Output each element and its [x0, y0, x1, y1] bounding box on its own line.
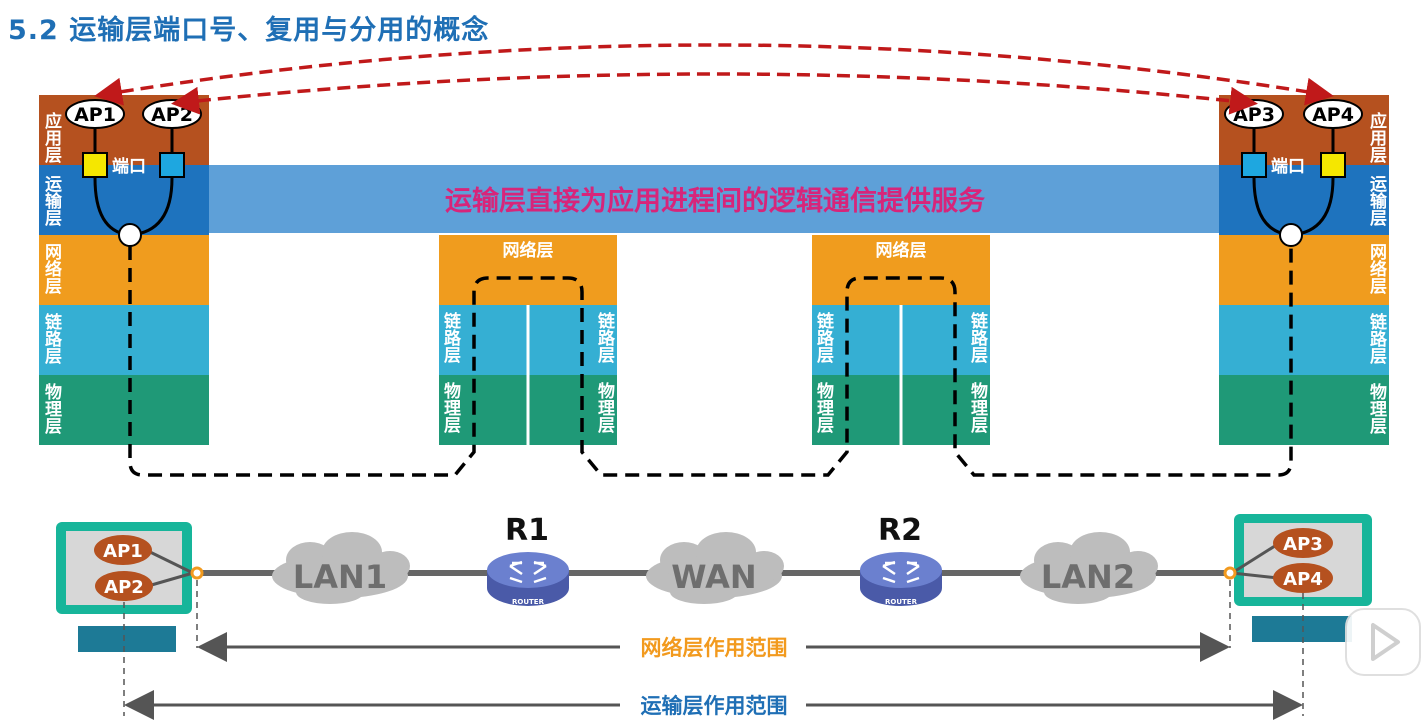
cloud-wan-label: WAN	[671, 558, 756, 596]
router2-link-right: 链路层	[967, 311, 988, 364]
logical-arrow-outer	[94, 43, 1334, 106]
play-button[interactable]	[1345, 608, 1421, 676]
router-r1-icon: ROUTER	[487, 552, 569, 606]
host-right-network-label: 网络层	[1366, 243, 1387, 295]
host-right-link-label: 链路层	[1366, 312, 1387, 365]
cloud-wan	[646, 532, 784, 604]
transport-band	[208, 165, 1220, 233]
host-right-stack: 应用层 运输层 网络层 链路层 物理层 AP3 AP4 端口	[1219, 95, 1389, 445]
cloud-lan1	[272, 532, 410, 604]
pc-right-ap3-label: AP3	[1283, 534, 1323, 555]
transport-range-label: 运输层作用范围	[641, 694, 788, 718]
pc-right-ap3	[1273, 528, 1333, 558]
host-right-app-label: 应用层	[1366, 111, 1387, 164]
port-yellow-right	[1320, 152, 1346, 178]
router1-phys-right: 物理层	[594, 381, 615, 434]
pc-left-ap2-label: AP2	[104, 577, 144, 598]
port-blue-right	[1241, 152, 1267, 178]
pc-right-ap4	[1273, 563, 1333, 593]
router-r1-badge: ROUTER	[512, 598, 545, 606]
cloud-lan2	[1020, 532, 1158, 604]
host-left-physical-label: 物理层	[41, 382, 62, 435]
cloud-lan1-label: LAN1	[293, 558, 387, 596]
mux-node-left	[118, 223, 142, 247]
network-range-label: 网络层作用范围	[641, 636, 788, 660]
router1-link-right: 链路层	[594, 311, 615, 364]
router2-phys-left: 物理层	[813, 381, 834, 434]
cloud-lan2-label: LAN2	[1041, 558, 1135, 596]
pc-right-ap4-label: AP4	[1283, 569, 1323, 590]
pc-left-port	[190, 566, 204, 580]
ap1-label: AP1	[74, 104, 116, 126]
page-title: 5.2 运输层端口号、复用与分用的概念	[8, 15, 490, 46]
ap2-label: AP2	[151, 104, 193, 126]
router1-network-label: 网络层	[503, 240, 554, 261]
ap3-label: AP3	[1233, 104, 1275, 126]
mux-node-right	[1279, 223, 1303, 247]
router2-link-left: 链路层	[813, 311, 834, 364]
pc-left-ap1	[94, 535, 152, 565]
router2-phys-right: 物理层	[967, 381, 988, 434]
router-r2-badge: ROUTER	[885, 598, 918, 606]
data-path	[128, 246, 1293, 477]
host-left-transport-label: 运输层	[41, 175, 62, 227]
router1-stack: 网络层 链路层 链路层 物理层 物理层	[439, 235, 617, 445]
host-left-link-label: 链路层	[41, 312, 62, 365]
pc-left-ap2	[95, 571, 153, 601]
band-text: 运输层直接为应用进程间的逻辑通信提供服务	[445, 185, 985, 217]
port-label-left: 端口	[112, 156, 146, 177]
pc-right-port	[1223, 566, 1237, 580]
pc-right: AP3 AP4	[1223, 514, 1372, 642]
router1-phys-left: 物理层	[440, 381, 461, 434]
router1-link-left: 链路层	[440, 311, 461, 364]
router2-stack: 网络层 链路层 链路层 物理层 物理层	[812, 235, 990, 445]
host-left-stack: 应用层 运输层 网络层 链路层 物理层 AP1 AP2 端口	[39, 95, 209, 445]
router2-network-label: 网络层	[876, 240, 927, 261]
host-right-transport-label: 运输层	[1366, 175, 1387, 227]
host-left-network-label: 网络层	[41, 243, 62, 295]
port-blue-left	[159, 152, 185, 178]
pc-left-ap1-label: AP1	[103, 541, 143, 562]
router-r2-label: R2	[878, 513, 922, 548]
host-right-physical-label: 物理层	[1366, 382, 1387, 435]
router-r2-icon: ROUTER	[860, 552, 942, 606]
port-yellow-left	[82, 152, 108, 178]
router-r1-label: R1	[505, 513, 549, 548]
port-label-right: 端口	[1271, 156, 1305, 177]
logical-arrow-inner	[171, 72, 1258, 115]
pc-left: AP1 AP2	[56, 522, 204, 652]
host-left-app-label: 应用层	[41, 111, 62, 164]
ap4-label: AP4	[1312, 104, 1354, 126]
